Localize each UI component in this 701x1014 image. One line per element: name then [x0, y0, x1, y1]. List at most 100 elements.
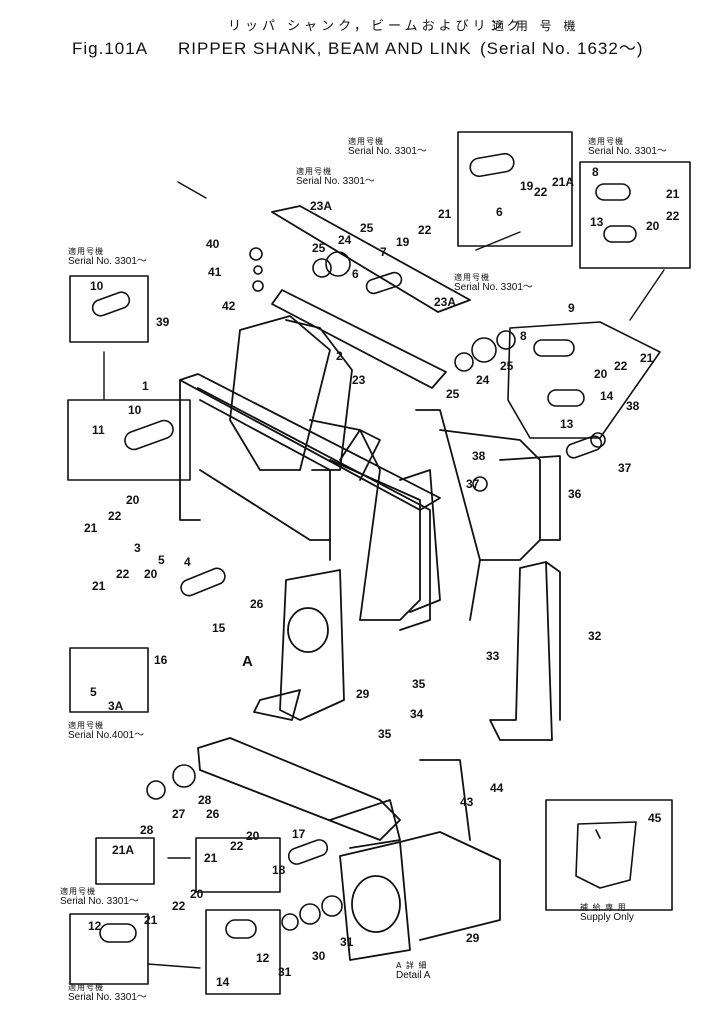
serial-range: (Serial No. 1632～): [480, 39, 644, 58]
callout-22h: 22: [172, 899, 186, 913]
callout-8: 8: [592, 165, 599, 179]
callout-22d: 22: [614, 359, 628, 373]
callout-38b: 38: [472, 449, 486, 463]
leader-arrows: [103, 181, 665, 969]
callout-35: 35: [412, 677, 426, 691]
callout-3: 3: [134, 541, 141, 555]
callout-22g: 22: [230, 839, 244, 853]
callout-21e: 21: [92, 579, 106, 593]
callout-39: 39: [156, 315, 170, 329]
callout-30: 30: [312, 949, 326, 963]
callout-14b: 14: [216, 975, 230, 989]
callout-22e: 22: [108, 509, 122, 523]
callout-3A: 3A: [108, 699, 124, 713]
inset-frame-12: [69, 913, 149, 985]
callout-16: 16: [154, 653, 168, 667]
inset-frame-left-10: [69, 275, 149, 343]
callout-20c: 20: [126, 493, 140, 507]
callout-6: 6: [496, 205, 503, 219]
inset-frame-21A: [95, 837, 155, 885]
callout-33: 33: [486, 649, 500, 663]
inset-frame-link-pins: [507, 321, 661, 439]
callout-21b: 21: [438, 207, 452, 221]
callout-10: 10: [90, 279, 104, 293]
callout-20b: 20: [594, 367, 608, 381]
callout-20e: 20: [246, 829, 260, 843]
callout-25b: 25: [312, 241, 326, 255]
callout-40: 40: [206, 237, 220, 251]
callout-11: 11: [92, 423, 105, 437]
callout-2: 2: [336, 349, 343, 363]
inset-frame-12-14: [205, 909, 281, 995]
callout-25d: 25: [500, 359, 514, 373]
callout-10b: 10: [128, 403, 142, 417]
ripper-frame: [179, 205, 561, 631]
inset-frame-supply: [545, 799, 673, 911]
callout-22: 22: [534, 185, 548, 199]
callout-19b: 19: [396, 235, 410, 249]
callout-21d: 21: [84, 521, 98, 535]
callout-45: 45: [648, 811, 662, 825]
callout-31: 31: [278, 965, 292, 979]
callout-20f: 20: [190, 887, 204, 901]
supply-only-tooth: [575, 821, 637, 889]
inset-frame-21: [195, 837, 281, 893]
inset-frame-3A: [69, 647, 149, 713]
callout-5b: 5: [90, 685, 97, 699]
callout-19: 19: [520, 179, 534, 193]
callout-21f: 21: [204, 851, 218, 865]
japanese-applicability: 適 用 号 機: [492, 19, 580, 33]
callout-8b: 8: [520, 329, 527, 343]
callout-21A-b: 21A: [112, 843, 135, 857]
callout-24b: 24: [476, 373, 490, 387]
callout-25: 25: [360, 221, 374, 235]
callout-18: 18: [272, 863, 286, 877]
beam-26: [197, 737, 401, 849]
callout-24: 24: [338, 233, 352, 247]
callout-27: 27: [172, 807, 186, 821]
callout-23A: 23A: [310, 199, 333, 213]
callout-4: 4: [184, 555, 191, 569]
callout-35b: 35: [378, 727, 392, 741]
callout-13: 13: [590, 215, 604, 229]
shank-left: [253, 569, 345, 721]
callout-12: 12: [88, 919, 102, 933]
callout-21c: 21: [640, 351, 654, 365]
callout-13b: 13: [560, 417, 574, 431]
callout-7: 7: [380, 245, 387, 259]
callout-36: 36: [568, 487, 582, 501]
shank-32: [489, 561, 561, 741]
callout-15: 15: [212, 621, 226, 635]
callout-20: 20: [646, 219, 660, 233]
callout-21g: 21: [144, 913, 158, 927]
callout-43: 43: [460, 795, 474, 809]
callout-22c: 22: [418, 223, 432, 237]
pins-and-washers: [91, 152, 637, 943]
detail-a-shank: [339, 759, 501, 961]
inset-frame-pins-top: [457, 131, 573, 247]
callout-9: 9: [568, 301, 575, 315]
page-title: RIPPER SHANK, BEAM AND LINK: [178, 39, 472, 58]
callout-14: 14: [600, 389, 614, 403]
callout-26: 26: [250, 597, 264, 611]
callout-42: 42: [222, 299, 236, 313]
callout-37b: 37: [466, 477, 480, 491]
view-marker-a: A: [242, 653, 253, 670]
figure-number: Fig.101A: [72, 39, 149, 58]
callout-31b: 31: [340, 935, 354, 949]
inset-frame-left-pin: [67, 399, 191, 481]
callout-5: 5: [158, 553, 165, 567]
callout-6b: 6: [352, 267, 359, 281]
callout-23A-b: 23A: [434, 295, 457, 309]
callout-29: 29: [356, 687, 370, 701]
callout-34: 34: [410, 707, 424, 721]
callout-17: 17: [292, 827, 306, 841]
